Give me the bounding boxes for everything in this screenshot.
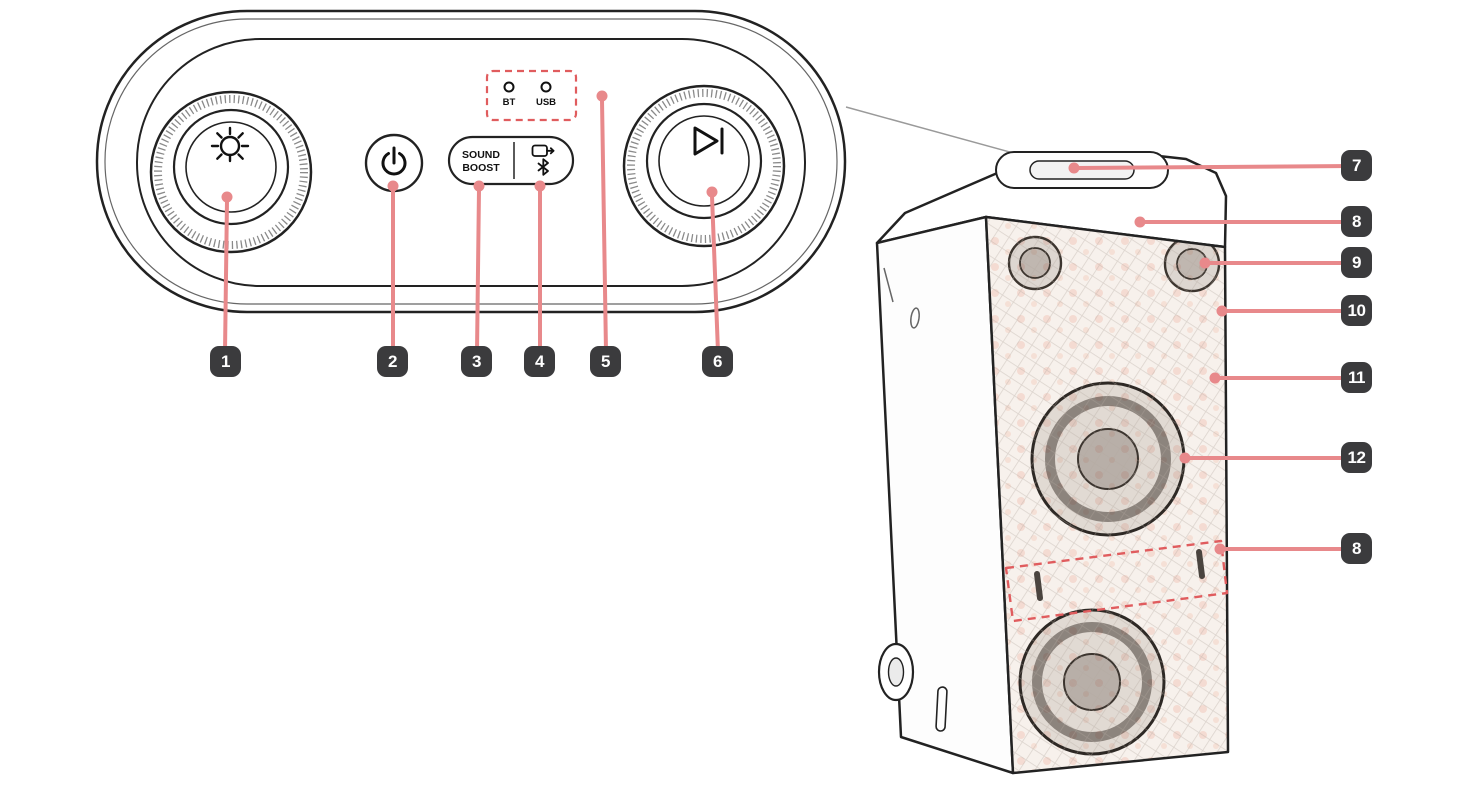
play-pause-icon [693, 126, 724, 156]
function-bluetooth-button [531, 144, 555, 176]
bt-indicator-led [503, 81, 515, 93]
bt-indicator-label: BT [503, 97, 516, 108]
power-button [364, 133, 424, 193]
callout-badge-2: 2 [377, 346, 408, 377]
input-source-icon [531, 144, 555, 157]
sound-boost-label-line2: BOOST [462, 162, 500, 174]
callout-badge-5: 5 [590, 346, 621, 377]
callout-badge-11: 11 [1341, 362, 1372, 393]
wheel [877, 642, 915, 702]
grip-slot-left [1034, 571, 1043, 601]
callout-badge-10: 10 [1341, 295, 1372, 326]
side-slot [935, 686, 948, 732]
callout-badge-9: 9 [1341, 247, 1372, 278]
side-detail [910, 307, 920, 329]
control-panel-view: SOUND BOOST BT USB [95, 9, 847, 314]
handle-highlight-dashed-box [1004, 539, 1229, 623]
usb-indicator-label: USB [536, 97, 556, 108]
power-icon [381, 146, 407, 176]
callout-badge-8-top: 8 [1341, 206, 1372, 237]
indicator-highlight-dashed-box [485, 69, 578, 122]
sound-boost-button: SOUND BOOST [462, 149, 500, 174]
usb-indicator-led [540, 81, 552, 93]
grip-slot-right [1196, 549, 1205, 579]
callout-badge-1: 1 [210, 346, 241, 377]
callout-badge-6: 6 [702, 346, 733, 377]
lighting-icon [210, 126, 250, 163]
play-pause-knob [622, 84, 786, 248]
callout-leader-lines [223, 98, 1354, 551]
callout-badge-8-bottom: 8 [1341, 533, 1372, 564]
speaker-front-view [875, 151, 1230, 775]
callout-badge-12: 12 [1341, 442, 1372, 473]
side-seam [883, 267, 894, 303]
lighting-knob [149, 90, 313, 254]
bluetooth-icon [537, 158, 549, 176]
grille-contents [986, 217, 1228, 773]
carry-handle-slot [1029, 160, 1135, 180]
sound-boost-label-line1: SOUND [462, 149, 500, 161]
sound-boost-function-pill: SOUND BOOST [447, 135, 575, 186]
speaker-grille-outline [984, 215, 1230, 775]
callout-target-dots [221, 90, 1228, 555]
status-indicators: BT USB [485, 69, 578, 122]
callout-badge-4: 4 [524, 346, 555, 377]
callout-badge-7: 7 [1341, 150, 1372, 181]
callout-badge-3: 3 [461, 346, 492, 377]
